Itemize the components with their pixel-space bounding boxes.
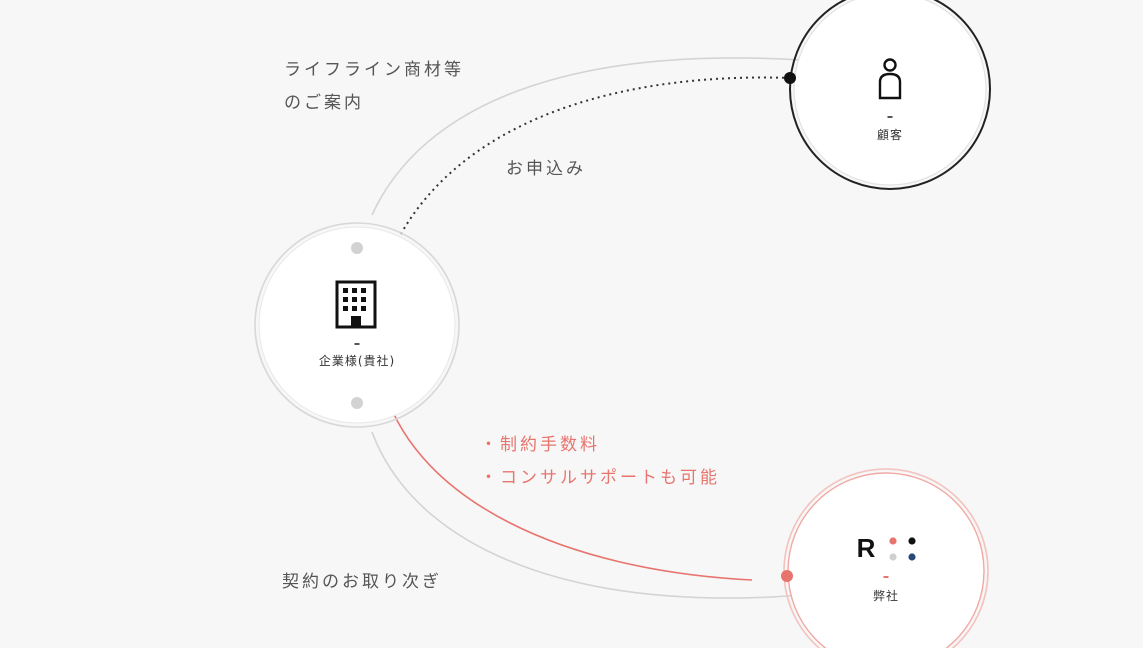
building-icon [335,280,377,329]
ours-dash [883,576,889,578]
application-label: お申込み [506,159,586,179]
customer-node-dot [784,72,796,84]
company-node-dot-top [351,242,363,254]
logo-dots-icon [889,537,916,561]
logo-letter: R [856,533,876,563]
application-arc [379,76,791,277]
ours-label: 弊社 [872,589,900,603]
customer-dash [887,116,893,118]
guidance-label-line2: のご案内 [284,93,364,113]
commission-arc [385,392,753,581]
company-dash [354,343,360,345]
person-icon [878,58,902,100]
contract-arc [371,431,832,598]
consulting-label: ・コンサルサポートも可能 [480,468,720,488]
guidance-label-line1: ライフライン商材等 [284,60,464,80]
customer-label: 顧客 [876,128,904,142]
contract-label: 契約のお取り次ぎ [282,572,442,592]
company-label: 企業様(貴社) [318,354,396,368]
commission-label: ・制約手数料 [480,435,600,455]
ours-node-inner [787,472,985,648]
guidance-arc [371,58,830,216]
ours-node-dot [781,570,793,582]
customer-node-inner [793,0,987,186]
customer-node-outer [789,0,991,190]
company-node-dot-bottom [351,397,363,409]
company-node-outer [254,222,460,428]
